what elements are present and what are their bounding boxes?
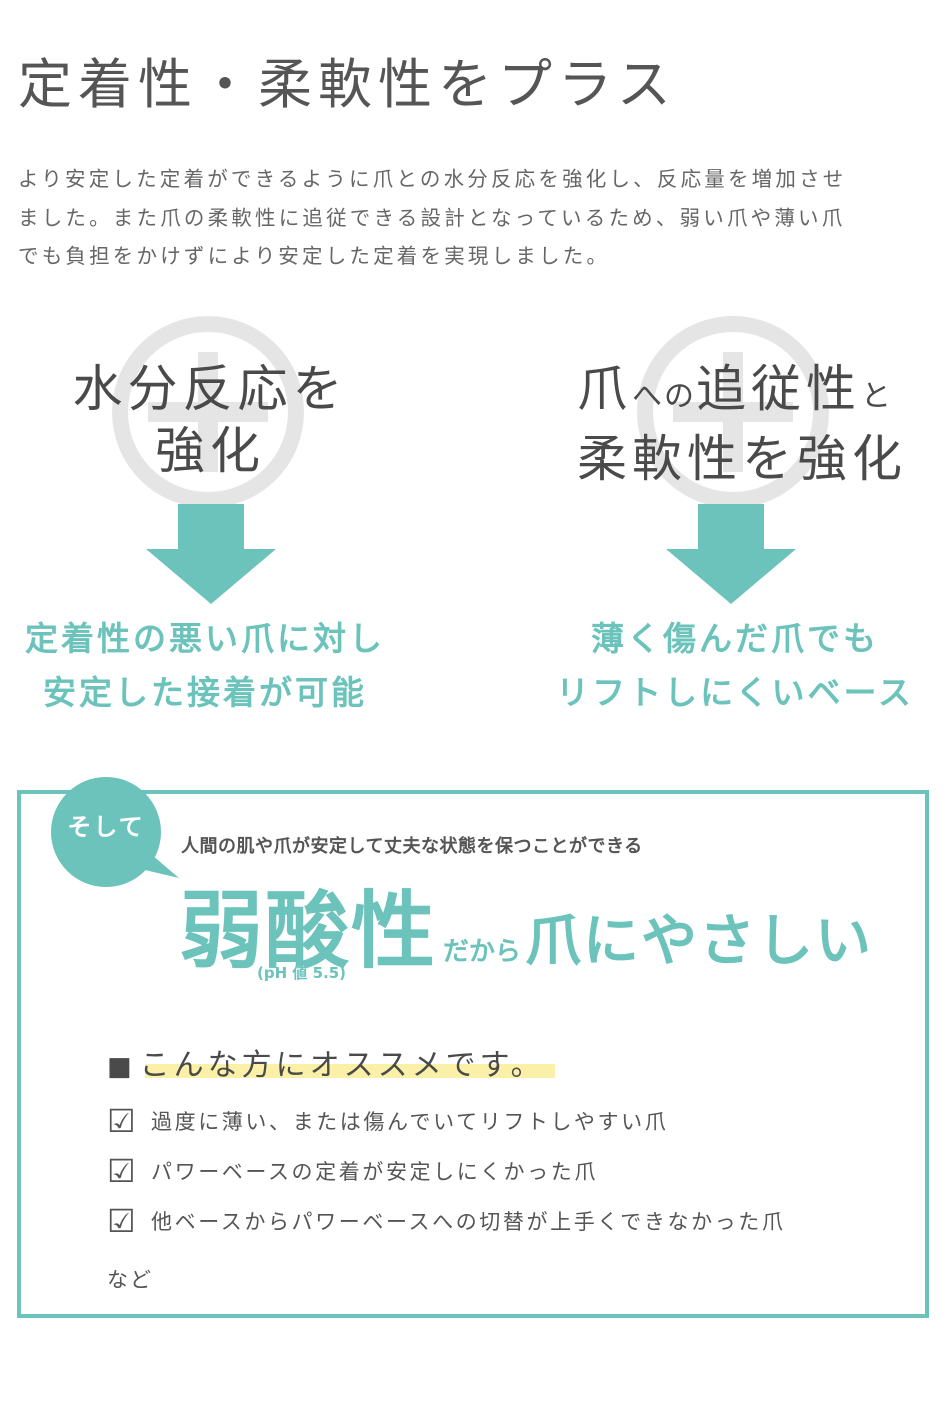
checkbox-icon: ☑: [107, 1202, 139, 1240]
feature-heading: 爪への追従性と 柔軟性を強化: [577, 360, 907, 488]
intro-line: ました。また爪の柔軟性に追従できる設計となっているため、弱い爪や薄い爪: [18, 205, 846, 230]
bubble-tail-icon: [139, 844, 179, 878]
feature-result: 薄く傷んだ爪でも リフトしにくいベース: [556, 619, 914, 712]
acid-headline: 弱酸性だから爪にやさしい: [179, 864, 873, 985]
page-title: 定着性・柔軟性をプラス: [18, 53, 677, 116]
arrow-down-icon: [146, 504, 276, 604]
arrow-down-icon: [666, 504, 796, 604]
feature-result: 定着性の悪い爪に対し 安定した接着が可能: [25, 619, 385, 712]
recommend-list: ☑ 過度に薄い、または傷んでいてリフトしやすい爪 ☑ パワーベースの定着が安定し…: [107, 1096, 785, 1246]
bubble-label: そして: [67, 813, 145, 841]
feature-moisture: 水分反応を 強化 定着性の悪い爪に対し 安定した接着が可能: [0, 300, 420, 740]
intro-line: より安定した定着ができるように爪との水分反応を強化し、反応量を増加させ: [18, 167, 847, 191]
list-item: ☑ 他ベースからパワーベースへの切替が上手くできなかった爪: [107, 1202, 786, 1240]
feature-flexibility: 爪への追従性と 柔軟性を強化 薄く傷んだ爪でも リフトしにくいベース: [525, 300, 945, 740]
acid-subtitle: 人間の肌や爪が安定して丈夫な状態を保つことができる: [181, 836, 643, 857]
dakara-word: だから: [443, 937, 522, 967]
list-item: ☑ パワーベースの定着が安定しにくかった爪: [107, 1152, 598, 1190]
checkbox-icon: ☑: [107, 1102, 139, 1140]
weak-acid-box: そして 人間の肌や爪が安定して丈夫な状態を保つことができる 弱酸性だから爪にやさ…: [17, 777, 929, 1318]
acid-word: 弱酸性: [179, 882, 438, 980]
heading-highlight: [145, 1064, 555, 1078]
ph-value: (pH 値 5.5): [257, 964, 347, 982]
square-bullet-icon: ■: [107, 1052, 136, 1082]
plus-circle-icon: [112, 316, 304, 508]
checkbox-icon: ☑: [107, 1152, 139, 1190]
recommend-heading: ■こんな方にオススメです。: [107, 1048, 545, 1083]
list-item: ☑ 過度に薄い、または傷んでいてリフトしやすい爪: [107, 1102, 669, 1140]
etc-text: など: [107, 1268, 153, 1292]
speech-bubble: [51, 777, 161, 887]
intro-text: より安定した定着ができるように爪との水分反応を強化し、反応量を増加させ ました。…: [18, 160, 928, 276]
plus-circle-icon: [637, 316, 829, 508]
intro-line: でも負担をかけずにより安定した定着を実現しました。: [18, 244, 611, 268]
feature-heading: 水分反応を 強化: [72, 360, 348, 480]
gentle-word: 爪にやさしい: [525, 909, 874, 974]
